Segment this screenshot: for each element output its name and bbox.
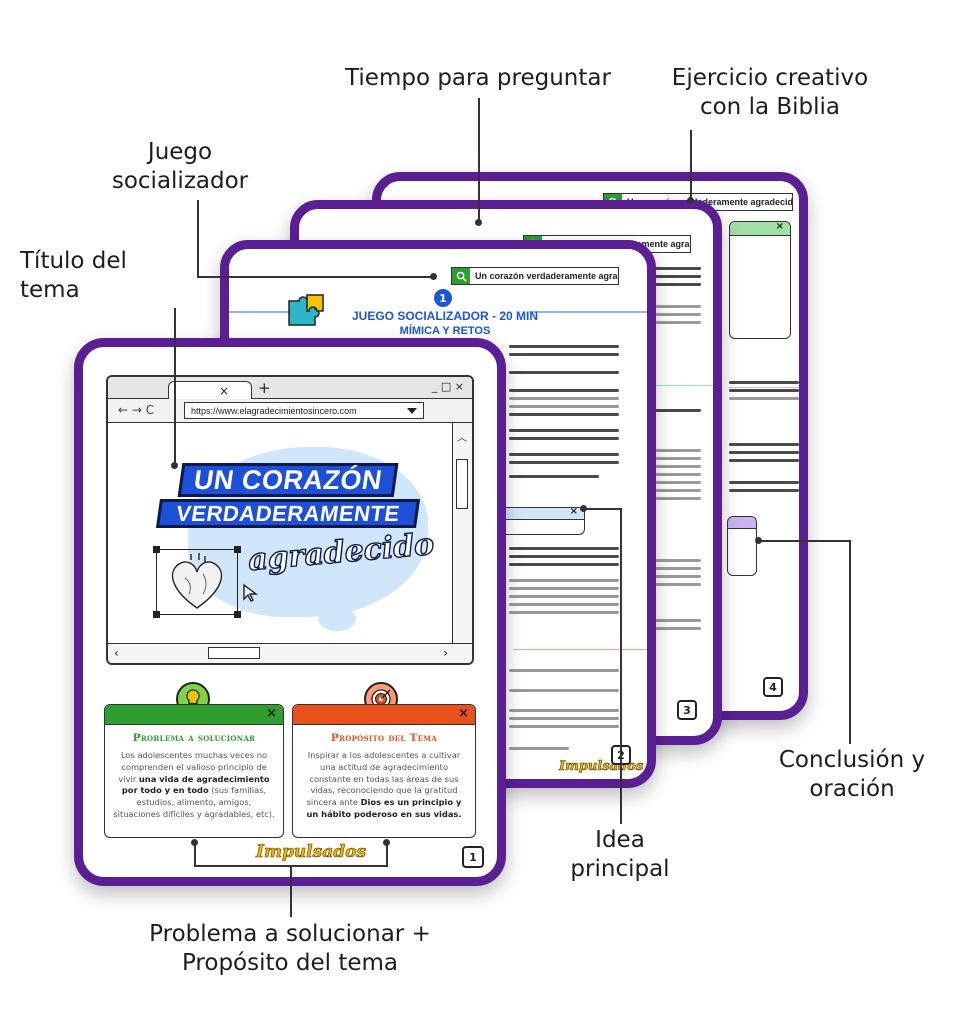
- scroll-right-icon[interactable]: ›: [443, 646, 448, 660]
- proposito-title: Propósito del Tema: [330, 732, 438, 744]
- scroll-thumb-horizontal[interactable]: [208, 647, 260, 659]
- horizontal-scrollbar[interactable]: ‹ ›: [108, 643, 472, 663]
- callout-ejercicio: Ejercicio creativo con la Biblia: [671, 65, 869, 120]
- callout-titulo: Título del tema: [20, 248, 127, 303]
- browser-tab-bar: × + _ □ ×: [108, 377, 472, 400]
- callout-juego: Juego socializador: [111, 139, 249, 194]
- page-number-3: 3: [677, 700, 697, 720]
- topic-title-art: UN CORAZÓN VERDADERAMENTE: [155, 463, 421, 529]
- page-number-1: 1: [462, 846, 484, 868]
- vertical-scrollbar[interactable]: ︿: [452, 423, 472, 643]
- window-controls[interactable]: _ □ ×: [431, 380, 464, 393]
- scroll-thumb-vertical[interactable]: [456, 459, 468, 509]
- search-icon: [452, 268, 470, 284]
- impulsados-logo: Impulsados: [256, 842, 367, 863]
- callout-tiempo: Tiempo para preguntar: [345, 65, 611, 91]
- puzzle-icon: [287, 293, 327, 327]
- problema-title: Problema a solucionar: [132, 732, 256, 744]
- heart-illustration: [153, 546, 241, 618]
- browser-nav-bar: ← → C https://www.elagradecimientosincer…: [108, 399, 472, 423]
- url-dropdown-icon[interactable]: [407, 408, 417, 414]
- browser-window: × + _ □ × ← → C https://www.elagradecimi…: [106, 375, 474, 665]
- proposito-box: × Propósito del Tema Inspirar a los adol…: [292, 704, 476, 838]
- decorative-dot: [318, 607, 356, 631]
- browser-tab[interactable]: ×: [168, 381, 252, 400]
- note-window: ×: [729, 221, 791, 339]
- scroll-up-icon[interactable]: ︿: [457, 433, 467, 444]
- callout-problema: Problema a solucionar + Propósito del te…: [149, 921, 431, 976]
- new-tab-icon[interactable]: +: [258, 379, 271, 397]
- close-icon[interactable]: ×: [266, 706, 277, 721]
- nav-arrows-icon[interactable]: ← → C: [118, 403, 155, 417]
- idea-window: ×: [501, 507, 585, 535]
- problema-body: Los adolescentes muchas veces no compren…: [113, 750, 275, 819]
- section-subtitle: MÍMICA Y RETOS: [399, 325, 491, 337]
- proposito-body: Inspirar a los adolescentes a cultivar u…: [306, 750, 462, 819]
- step-number-badge: 1: [434, 289, 452, 307]
- cursor-icon: [242, 583, 260, 607]
- callout-conclusion: Conclusión y oración: [778, 747, 926, 802]
- section-title: JUEGO SOCIALIZADOR - 20 MIN: [351, 309, 539, 323]
- search-label: Un corazón verdaderamente agradecido: [475, 271, 618, 281]
- url-text: https://www.elagradecimientosincero.com: [191, 405, 357, 416]
- title-line-2: VERDADERAMENTE: [155, 499, 421, 529]
- url-bar[interactable]: https://www.elagradecimientosincero.com: [184, 402, 424, 419]
- page-number-4: 4: [763, 677, 783, 697]
- search-box: Un corazón verdaderamente agradecido: [451, 267, 619, 285]
- conclusion-window: [727, 516, 757, 576]
- problema-box: × Problema a solucionar Los adolescentes…: [104, 704, 284, 838]
- scroll-left-icon[interactable]: ‹: [114, 646, 119, 660]
- close-icon[interactable]: ×: [458, 706, 469, 721]
- search-label: Un corazón verdaderamente agradecido: [627, 197, 793, 207]
- tab-close-icon[interactable]: ×: [218, 384, 230, 398]
- title-line-1: UN CORAZÓN: [177, 463, 399, 498]
- callout-idea: Idea principal: [570, 827, 670, 882]
